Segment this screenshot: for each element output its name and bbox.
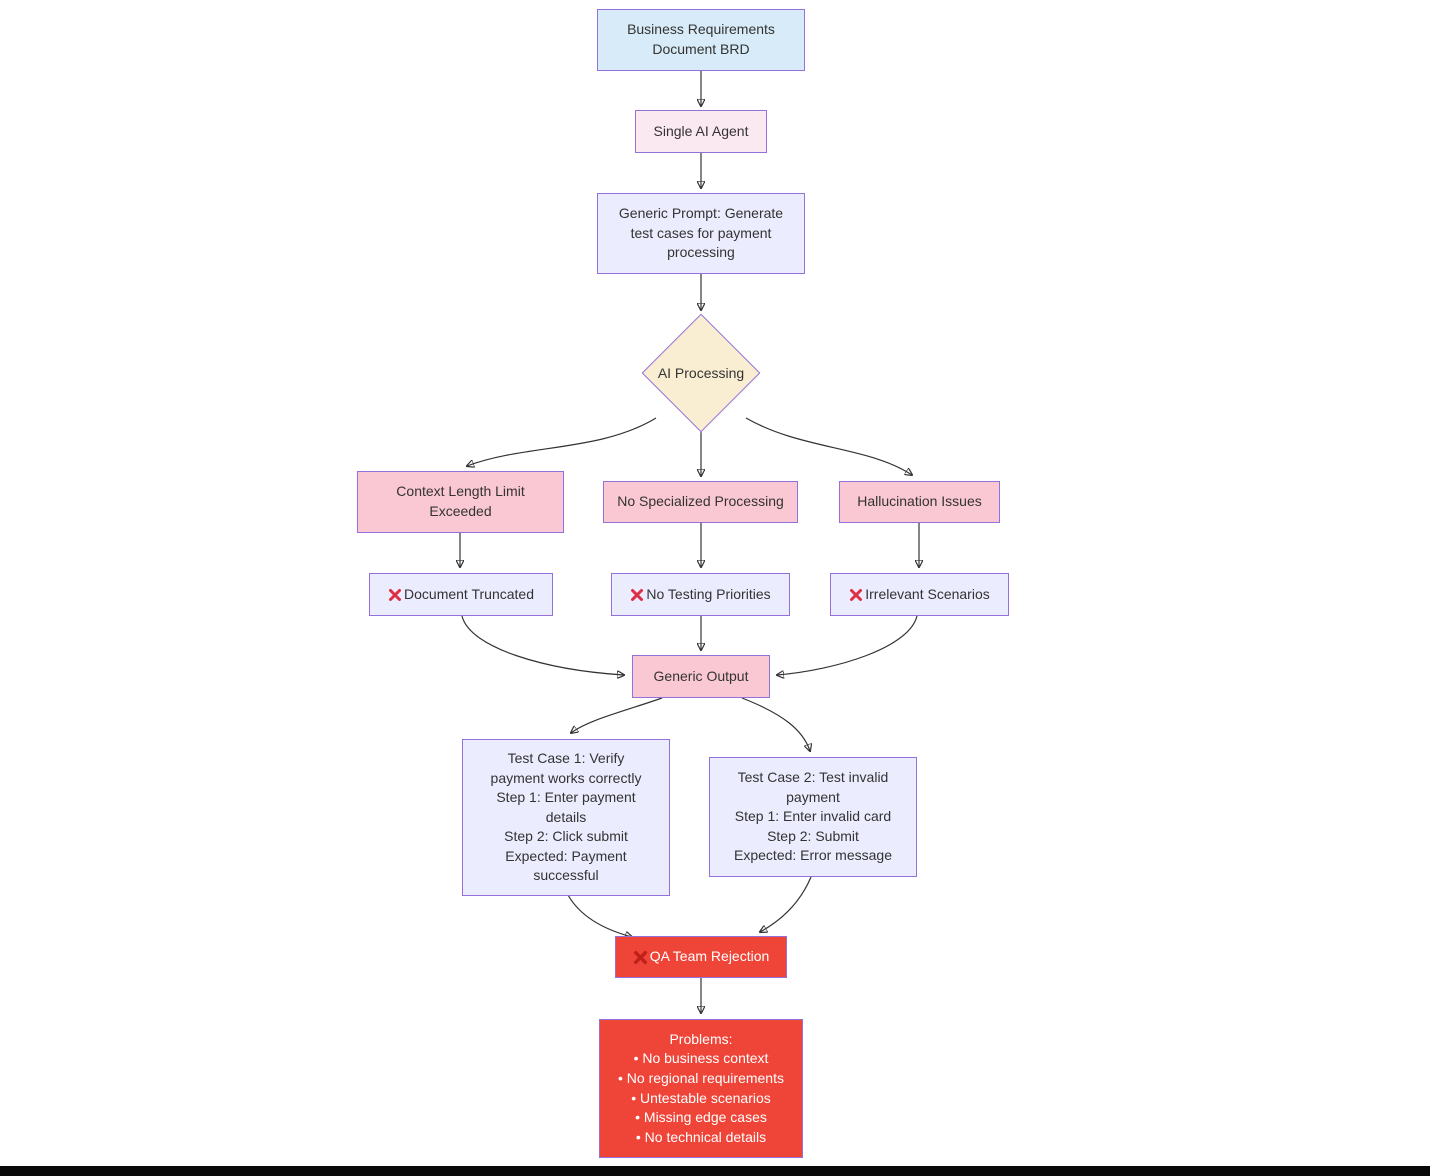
cross-mark-icon [633, 950, 648, 965]
node-generic-output: Generic Output [632, 655, 770, 698]
node-label: QA Team Rejection [649, 948, 770, 965]
cross-mark-icon [630, 588, 644, 602]
edge-scenarios-to-output [777, 615, 918, 675]
cross-mark-icon [388, 588, 402, 602]
edge-testcase2-to-qa [760, 876, 812, 932]
edge-decision-to-context [467, 417, 657, 466]
node-problems-list: Problems: • No business context • No reg… [599, 1019, 803, 1158]
node-no-specialized-processing: No Specialized Processing [603, 481, 798, 523]
node-qa-team-rejection: QA Team Rejection [615, 936, 787, 978]
bottom-bar [0, 1166, 1430, 1176]
node-generic-prompt: Generic Prompt: Generate test cases for … [597, 193, 805, 274]
node-test-case-1: Test Case 1: Verify payment works correc… [462, 739, 670, 896]
node-hallucination-issues: Hallucination Issues [839, 481, 1000, 523]
node-single-ai-agent: Single AI Agent [635, 110, 767, 153]
edge-truncated-to-output [461, 615, 624, 675]
node-test-case-2: Test Case 2: Test invalid payment Step 1… [709, 757, 917, 877]
edge-testcase1-to-qa [567, 894, 632, 937]
node-no-testing-priorities: No Testing Priorities [611, 573, 790, 616]
node-label: No Testing Priorities [646, 585, 771, 602]
node-context-length-limit-exceeded: Context Length Limit Exceeded [357, 471, 564, 533]
edge-output-to-testcase1 [571, 697, 663, 733]
node-business-requirements-document: Business Requirements Document BRD [597, 9, 805, 71]
node-document-truncated: Document Truncated [369, 573, 553, 616]
node-label: Irrelevant Scenarios [865, 585, 990, 602]
node-label: Document Truncated [404, 585, 534, 602]
edge-decision-to-hallucination [745, 417, 912, 475]
node-irrelevant-scenarios: Irrelevant Scenarios [830, 573, 1009, 616]
cross-mark-icon [849, 588, 863, 602]
node-ai-processing: AI Processing [657, 365, 745, 381]
edge-output-to-testcase2 [741, 697, 810, 751]
